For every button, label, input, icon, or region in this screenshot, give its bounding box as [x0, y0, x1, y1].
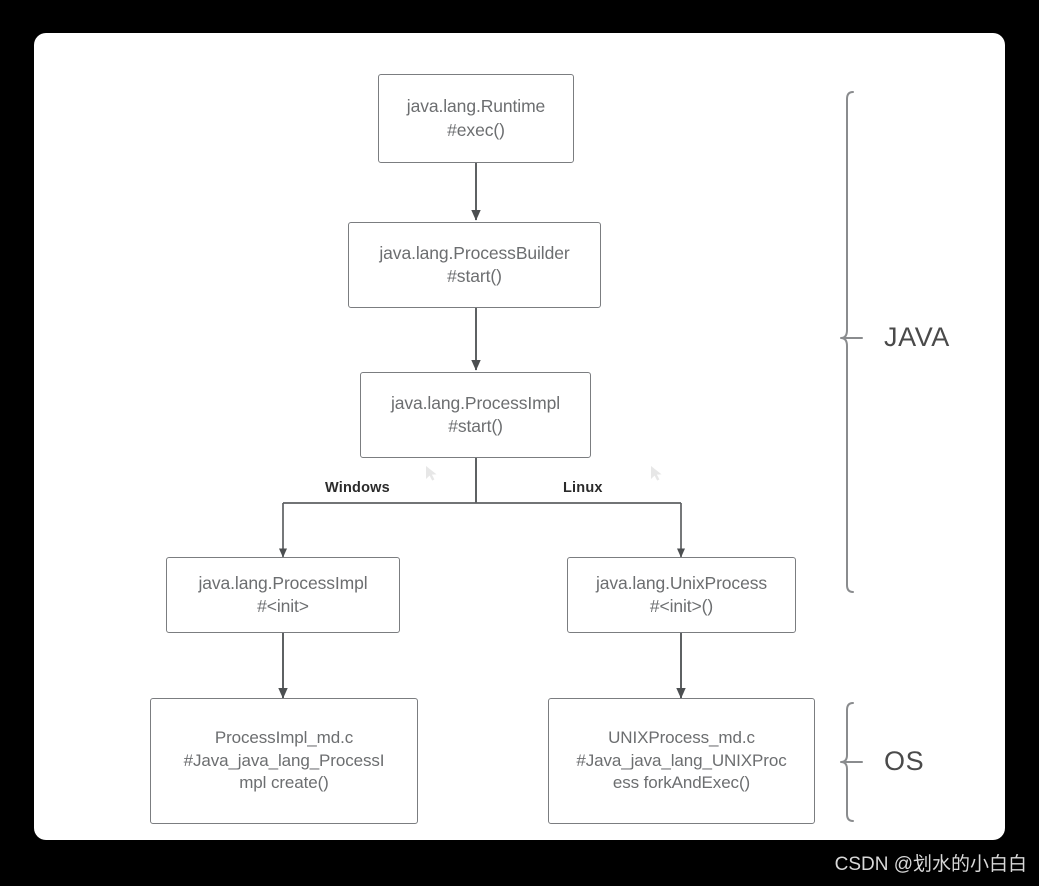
node-unixprocess-md-c[interactable]: UNIXProcess_md.c #Java_java_lang_UNIXPro…: [548, 698, 815, 824]
branch-label-windows: Windows: [325, 480, 390, 496]
branch-label-linux: Linux: [563, 480, 603, 496]
node-processimpl-start[interactable]: java.lang.ProcessImpl #start(): [360, 372, 591, 458]
node-processimpl-md-c[interactable]: ProcessImpl_md.c #Java_java_lang_Process…: [150, 698, 418, 824]
node-unixprocess-init[interactable]: java.lang.UnixProcess #<init>(): [567, 557, 796, 633]
group-label-os: OS: [884, 746, 925, 776]
node-processimpl-init[interactable]: java.lang.ProcessImpl #<init>: [166, 557, 400, 633]
node-runtime[interactable]: java.lang.Runtime #exec(): [378, 74, 574, 163]
group-label-java: JAVA: [884, 322, 950, 352]
watermark: CSDN @划水的小白白: [834, 854, 1027, 875]
cursor-arrow-icon-linux: [651, 466, 662, 481]
node-processbuilder[interactable]: java.lang.ProcessBuilder #start(): [348, 222, 601, 308]
cursor-arrow-icon-windows: [426, 466, 437, 481]
